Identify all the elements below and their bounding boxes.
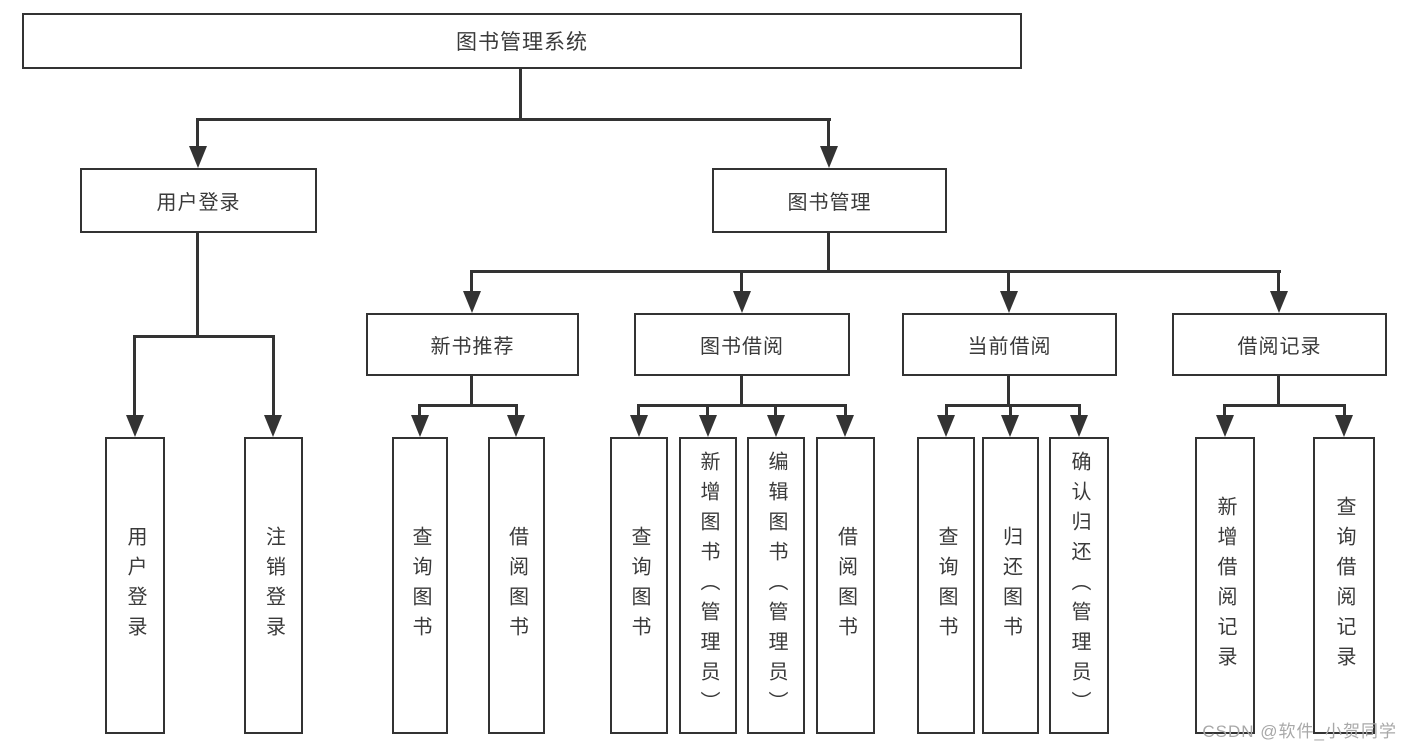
leaf-label: 借阅图书 (834, 525, 857, 646)
connector-vline (196, 232, 199, 338)
node-label: 用户登录 (156, 192, 241, 214)
connector-vline (418, 404, 421, 421)
connector-vline (1343, 404, 1346, 421)
leaf-query-borrow-record: 查询借阅记录 (1313, 437, 1375, 734)
leaf-borrow-books: 借阅图书 (816, 437, 875, 734)
node-new-book-recommendation: 新书推荐 (366, 313, 579, 376)
arrowhead-down (836, 415, 854, 437)
leaf-query-books-recommend: 查询图书 (392, 437, 448, 734)
leaf-label: 借阅图书 (505, 525, 528, 646)
connector-vline (1009, 404, 1012, 421)
arrowhead-down (630, 415, 648, 437)
connector-vline (706, 404, 709, 421)
leaf-label: 查询借阅记录 (1333, 495, 1355, 676)
arrowhead-down (820, 146, 838, 168)
node-current-borrowing: 当前借阅 (902, 313, 1117, 376)
arrowhead-down (1001, 415, 1019, 437)
arrowhead-down (411, 415, 429, 437)
arrowhead-down (264, 415, 282, 437)
leaf-query-books-current: 查询图书 (917, 437, 975, 734)
leaf-borrow-books-recommend: 借阅图书 (488, 437, 545, 734)
leaf-add-borrow-record: 新增借阅记录 (1195, 437, 1255, 734)
arrowhead-down (1070, 415, 1088, 437)
arrowhead-down (1270, 291, 1288, 313)
connector-vline (844, 404, 847, 421)
connector-hline (945, 404, 1081, 407)
node-label: 当前借阅 (967, 336, 1052, 358)
connector-vline (1277, 375, 1280, 407)
connector-vline (1277, 270, 1280, 296)
arrowhead-down (1000, 291, 1018, 313)
arrowhead-down (1216, 415, 1234, 437)
node-label: 借阅记录 (1237, 336, 1322, 358)
connector-vline (470, 270, 473, 296)
arrowhead-down (463, 291, 481, 313)
leaf-label: 编辑图书（管理员） (765, 450, 787, 721)
leaf-label: 归还图书 (999, 525, 1022, 646)
node-library-management-system: 图书管理系统 (22, 13, 1022, 69)
connector-vline (740, 270, 743, 296)
arrowhead-down (126, 415, 144, 437)
leaf-label: 注销登录 (262, 525, 285, 646)
connector-vline (1223, 404, 1226, 421)
connector-hline (637, 404, 847, 407)
connector-vline (272, 335, 275, 421)
node-label: 图书管理系统 (456, 31, 588, 54)
connector-vline (470, 375, 473, 407)
connector-hline (418, 404, 518, 407)
connector-vline (945, 404, 948, 421)
leaf-confirm-return-admin: 确认归还（管理员） (1049, 437, 1109, 734)
arrowhead-down (189, 146, 207, 168)
arrowhead-down (507, 415, 525, 437)
leaf-label: 查询图书 (935, 525, 957, 646)
arrowhead-down (733, 291, 751, 313)
node-label: 图书管理 (787, 192, 872, 214)
connector-vline (196, 118, 199, 152)
arrowhead-down (1335, 415, 1353, 437)
connector-vline (827, 118, 830, 152)
node-label: 新书推荐 (430, 336, 515, 358)
leaf-edit-book-admin: 编辑图书（管理员） (747, 437, 805, 734)
connector-vline (637, 404, 640, 421)
connector-hline (196, 118, 831, 121)
arrowhead-down (937, 415, 955, 437)
node-label: 图书借阅 (700, 336, 784, 358)
node-user-login: 用户登录 (80, 168, 317, 233)
leaf-query-books-borrowing: 查询图书 (610, 437, 668, 734)
connector-hline (133, 335, 275, 338)
connector-vline (1007, 375, 1010, 407)
leaf-logout: 注销登录 (244, 437, 303, 734)
node-book-management: 图书管理 (712, 168, 947, 233)
csdn-watermark: CSDN @软件_小贺同学 (1202, 722, 1397, 741)
connector-vline (515, 404, 518, 421)
connector-vline (133, 335, 136, 421)
connector-vline (1078, 404, 1081, 421)
connector-hline (1223, 404, 1346, 407)
connector-vline (774, 404, 777, 421)
leaf-label: 新增借阅记录 (1214, 495, 1236, 676)
arrowhead-down (699, 415, 717, 437)
connector-vline (740, 375, 743, 407)
connector-vline (1007, 270, 1010, 296)
leaf-label: 用户登录 (124, 525, 146, 646)
arrowhead-down (767, 415, 785, 437)
leaf-return-book: 归还图书 (982, 437, 1039, 734)
leaf-add-book-admin: 新增图书（管理员） (679, 437, 737, 734)
leaf-label: 查询图书 (628, 525, 650, 646)
connector-vline (519, 68, 522, 121)
leaf-label: 确认归还（管理员） (1068, 450, 1090, 721)
node-borrowing-records: 借阅记录 (1172, 313, 1387, 376)
node-book-borrowing: 图书借阅 (634, 313, 850, 376)
leaf-label: 查询图书 (409, 525, 431, 646)
connector-hline (470, 270, 1281, 273)
connector-vline (827, 231, 830, 273)
leaf-user-login: 用户登录 (105, 437, 165, 734)
leaf-label: 新增图书（管理员） (697, 450, 719, 721)
